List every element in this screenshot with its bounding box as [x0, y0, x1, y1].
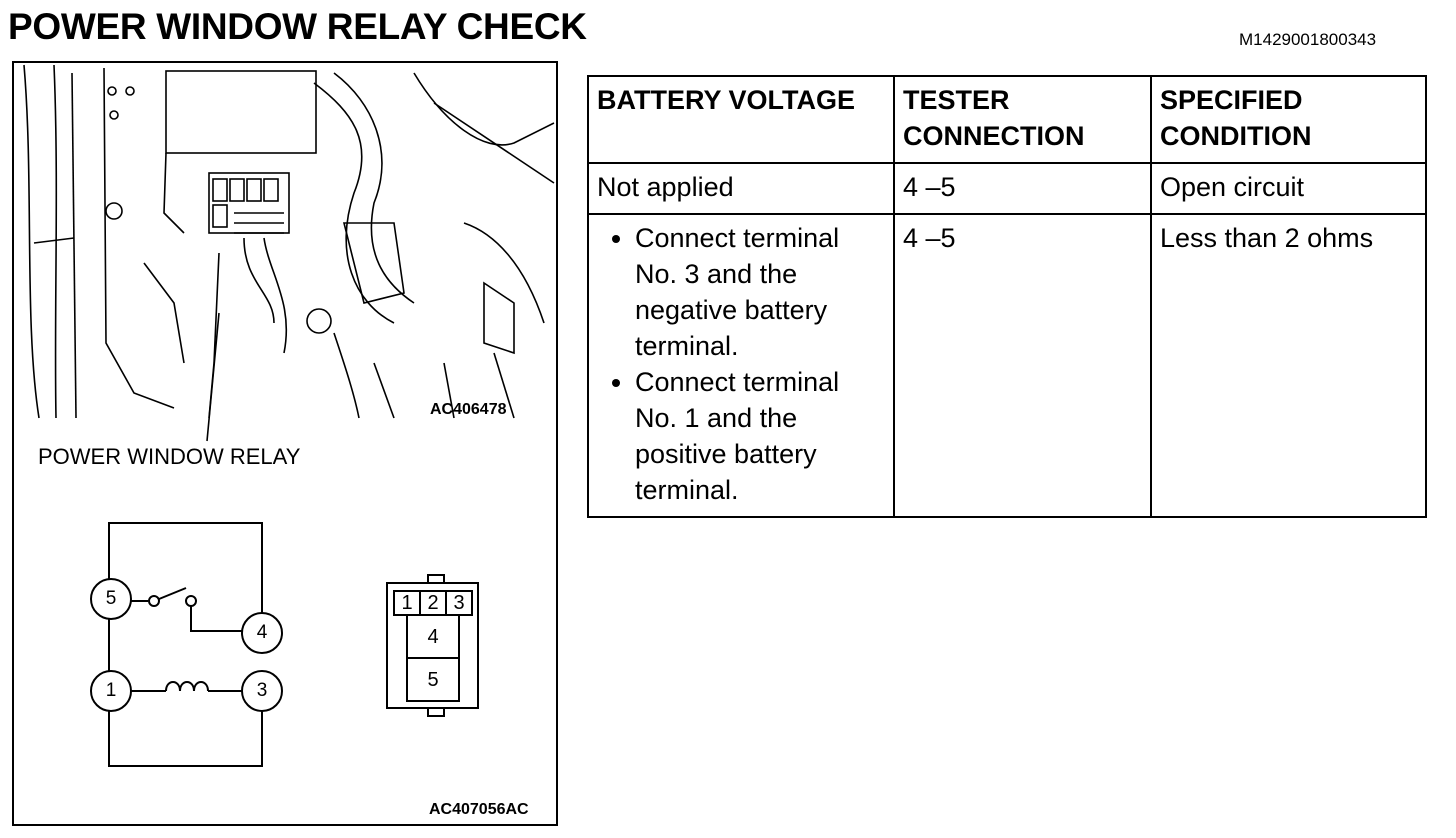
header-specified-condition: SPECIFIED CONDITION: [1150, 75, 1427, 164]
cell-voltage-steps: Connect terminal No. 3 and the negative …: [587, 213, 895, 518]
terminal-4-circle: [241, 612, 283, 654]
header-battery-voltage: BATTERY VOLTAGE: [587, 75, 895, 164]
circuit-terminal-3: 3: [256, 680, 268, 701]
connector-pin-3: 3: [453, 592, 465, 614]
leader-line: [206, 312, 220, 442]
relay-check-table: BATTERY VOLTAGE TESTER CONNECTION SPECIF…: [587, 75, 1427, 518]
connector-pin-2: 2: [427, 592, 439, 614]
terminal-1-circle: [90, 670, 132, 712]
cell-voltage: Not applied: [587, 162, 895, 215]
header-tester-connection: TESTER CONNECTION: [893, 75, 1152, 164]
document-id: M1429001800343: [1239, 30, 1377, 49]
step-item: Connect terminal No. 3 and the negative …: [635, 220, 885, 364]
connector-pin-4: 4: [427, 626, 439, 648]
terminal-5-circle: [90, 578, 132, 620]
relay-callout-label: POWER WINDOW RELAY: [38, 444, 301, 469]
cell-condition: Open circuit: [1150, 162, 1427, 215]
engine-bay-illustration: [23, 64, 555, 419]
circuit-terminal-1: 1: [105, 680, 117, 701]
circuit-terminal-4: 4: [256, 622, 268, 643]
table-header-row: BATTERY VOLTAGE TESTER CONNECTION SPECIF…: [587, 75, 1427, 164]
cell-connection: 4 –5: [893, 213, 1152, 518]
step-list: Connect terminal No. 3 and the negative …: [597, 220, 885, 508]
figure-drawing: [23, 64, 555, 767]
connector-pin-5: 5: [427, 669, 439, 691]
page-title: POWER WINDOW RELAY CHECK: [8, 6, 587, 47]
cell-condition: Less than 2 ohms: [1150, 213, 1427, 518]
cell-connection: 4 –5: [893, 162, 1152, 215]
step-item: Connect terminal No. 1 and the positive …: [635, 364, 885, 508]
terminal-3-circle: [241, 670, 283, 712]
circuit-terminal-5: 5: [105, 588, 117, 609]
connector-face: [386, 574, 479, 717]
connector-pin-1: 1: [401, 592, 413, 614]
relay-figure: AC406478 POWER WINDOW RELAY 5 4 1 3 1 2 …: [12, 61, 558, 826]
diagram-code: AC407056AC: [429, 801, 529, 818]
table-row: Connect terminal No. 3 and the negative …: [587, 213, 1427, 518]
photo-code: AC406478: [430, 401, 507, 418]
relay-circuit-diagram: [90, 522, 283, 767]
table-row: Not applied 4 –5 Open circuit: [587, 162, 1427, 215]
